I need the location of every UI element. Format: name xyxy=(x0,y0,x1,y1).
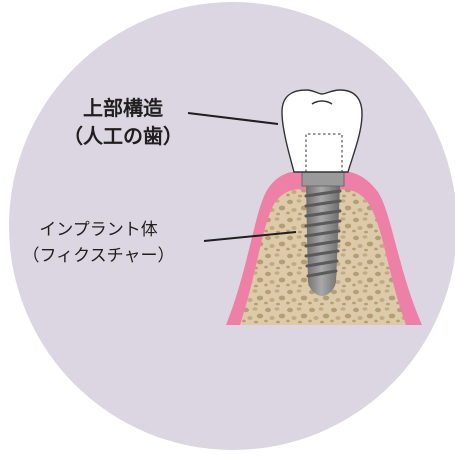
crown-label: 上部構造 （人工の歯） xyxy=(62,94,184,150)
fixture-label: インプラント体 （フィクスチャー） xyxy=(6,217,191,269)
crown-label-line2: （人工の歯） xyxy=(62,122,184,150)
crown-label-line1: 上部構造 xyxy=(62,94,184,122)
crown-restoration xyxy=(282,90,362,172)
crown-leader-line xyxy=(188,113,278,124)
fixture-label-line1: インプラント体 xyxy=(6,217,191,243)
fixture-label-line2: （フィクスチャー） xyxy=(6,243,191,269)
